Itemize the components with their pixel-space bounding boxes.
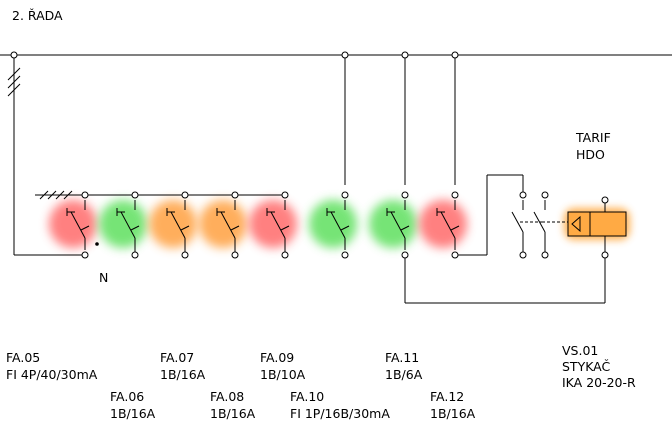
device-rating: 1B/6A	[385, 367, 423, 382]
terminal	[451, 191, 459, 199]
neutral-label: N	[99, 270, 109, 285]
terminal	[81, 191, 89, 199]
hdo-label: HDO	[576, 147, 605, 162]
tarif-label: TARIF	[576, 130, 611, 145]
device-rating: FI 1P/16B/30mA	[290, 406, 390, 421]
contactor-id: VS.01	[562, 343, 599, 358]
contactor-coil	[567, 211, 627, 237]
terminal	[401, 51, 409, 59]
terminal	[341, 51, 349, 59]
terminal	[401, 251, 409, 259]
device-rating: 1B/10A	[260, 367, 306, 382]
device-id: FA.11	[385, 350, 420, 365]
contactor-name: STYKAČ	[562, 359, 611, 374]
terminal	[451, 251, 459, 259]
terminal	[231, 251, 239, 259]
device-rating: 1B/16A	[160, 367, 206, 382]
terminal	[281, 251, 289, 259]
page-title: 2. ŘADA	[12, 8, 63, 23]
breaker-fa08	[216, 200, 240, 255]
terminal	[541, 191, 549, 199]
terminal	[131, 191, 139, 199]
device-rating: 1B/16A	[430, 406, 476, 421]
terminal	[519, 191, 527, 199]
terminal	[541, 251, 549, 259]
terminal	[181, 251, 189, 259]
terminal	[181, 191, 189, 199]
terminal	[601, 251, 609, 259]
device-id: FA.10	[290, 389, 325, 404]
breaker-fa07	[166, 200, 190, 255]
breaker-fa11	[386, 200, 410, 250]
terminal	[131, 251, 139, 259]
device-id: FA.07	[160, 350, 195, 365]
device-id: FA.12	[430, 389, 465, 404]
terminal	[341, 191, 349, 199]
terminal	[81, 251, 89, 259]
terminal	[451, 51, 459, 59]
terminal	[401, 191, 409, 199]
terminal	[601, 196, 609, 204]
device-id: FA.06	[110, 389, 145, 404]
terminal	[10, 51, 18, 59]
terminal	[341, 251, 349, 259]
device-id: FA.05	[6, 350, 41, 365]
device-id: FA.08	[210, 389, 245, 404]
breaker-fa10	[326, 200, 350, 250]
device-rating: 1B/16A	[210, 406, 256, 421]
contactor-type: IKA 20-20-R	[562, 375, 636, 390]
terminal	[281, 191, 289, 199]
breaker-fa12	[436, 200, 460, 250]
device-rating: FI 4P/40/30mA	[6, 367, 98, 382]
device-state-glows	[49, 200, 630, 248]
neutral-dot	[95, 242, 99, 246]
device-rating: 1B/16A	[110, 406, 156, 421]
terminal	[519, 251, 527, 259]
terminal	[231, 191, 239, 199]
breaker-fa05	[66, 200, 90, 250]
device-id: FA.09	[260, 350, 295, 365]
